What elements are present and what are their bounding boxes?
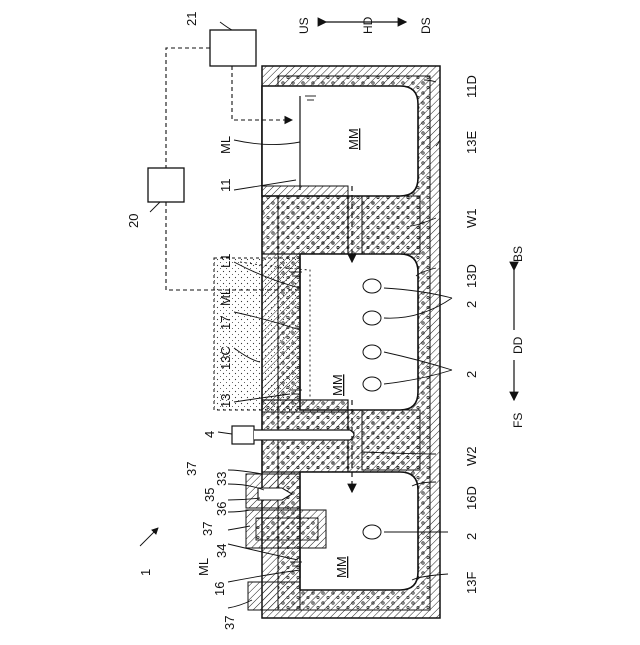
label-16: 16 <box>212 582 227 596</box>
dir-hd: HD <box>361 16 375 34</box>
label-34: 34 <box>214 544 229 558</box>
label-33: 33 <box>214 472 229 486</box>
label-4: 4 <box>202 431 217 438</box>
dir-dd: DD <box>511 336 525 354</box>
middle-chamber <box>300 254 418 410</box>
liquid-region-13c <box>214 258 310 410</box>
dir-bs: BS <box>511 246 525 262</box>
label-13c: 13C <box>218 346 233 370</box>
label-mm-3: MM <box>334 556 349 578</box>
dir-us: US <box>297 17 311 34</box>
label-2c: 2 <box>464 533 479 540</box>
label-w2: W2 <box>464 447 479 467</box>
dir-fs: FS <box>511 413 525 428</box>
label-2a: 2 <box>464 301 479 308</box>
label-mm-2: MM <box>330 374 345 396</box>
label-36: 36 <box>214 502 229 516</box>
label-w1: W1 <box>464 209 479 229</box>
controller-21 <box>210 30 256 66</box>
label-ml-3: ML <box>196 558 211 576</box>
label-13f: 13F <box>464 572 479 594</box>
label-11: 11 <box>218 179 233 193</box>
controller-20 <box>148 168 184 202</box>
label-13e: 13E <box>464 131 479 154</box>
label-20: 20 <box>126 214 141 228</box>
label-35: 35 <box>202 488 217 502</box>
label-37a: 37 <box>184 462 199 476</box>
label-11d: 11D <box>464 75 479 98</box>
label-mm-1: MM <box>346 128 361 150</box>
label-13d: 13D <box>464 264 479 288</box>
label-ml-2: ML <box>218 288 233 306</box>
label-ml-1: ML <box>218 136 233 154</box>
label-l1: L1 <box>218 254 233 268</box>
label-2b: 2 <box>464 371 479 378</box>
label-16d: 16D <box>464 486 479 510</box>
label-37b: 37 <box>200 522 215 536</box>
label-17: 17 <box>218 316 233 330</box>
label-37c: 37 <box>222 616 237 630</box>
label-13: 13 <box>218 394 233 408</box>
dir-ds: DS <box>419 17 433 34</box>
label-21: 21 <box>184 12 199 26</box>
partition-block-w1 <box>262 186 420 254</box>
upper-chamber <box>262 86 418 196</box>
label-1: 1 <box>138 569 153 576</box>
